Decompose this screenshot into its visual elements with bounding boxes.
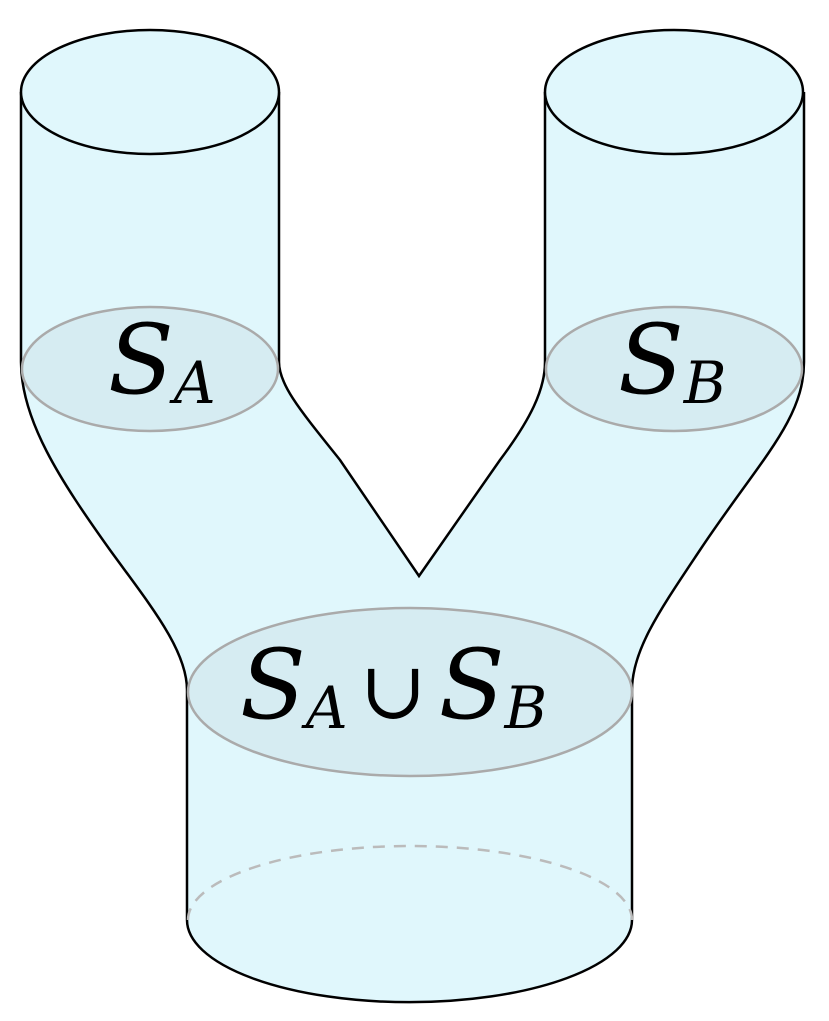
right-outer-edge <box>630 92 806 920</box>
left-leg-top-rim <box>19 28 281 156</box>
label-union: SA∪SB <box>240 629 547 742</box>
left-outer-edge <box>19 92 189 920</box>
bottom-rim-front-edge <box>185 919 634 1004</box>
label-s-b: SB <box>618 304 726 417</box>
cross-section-a <box>20 305 280 433</box>
inner-crotch-edge <box>277 92 547 579</box>
cross-section-union <box>186 606 634 778</box>
right-leg-top-rim <box>543 28 805 156</box>
cross-section-b <box>544 305 804 433</box>
tube-body <box>21 92 804 1003</box>
bottom-rim-hidden-edge <box>186 844 634 921</box>
label-s-a: SA <box>108 304 216 417</box>
